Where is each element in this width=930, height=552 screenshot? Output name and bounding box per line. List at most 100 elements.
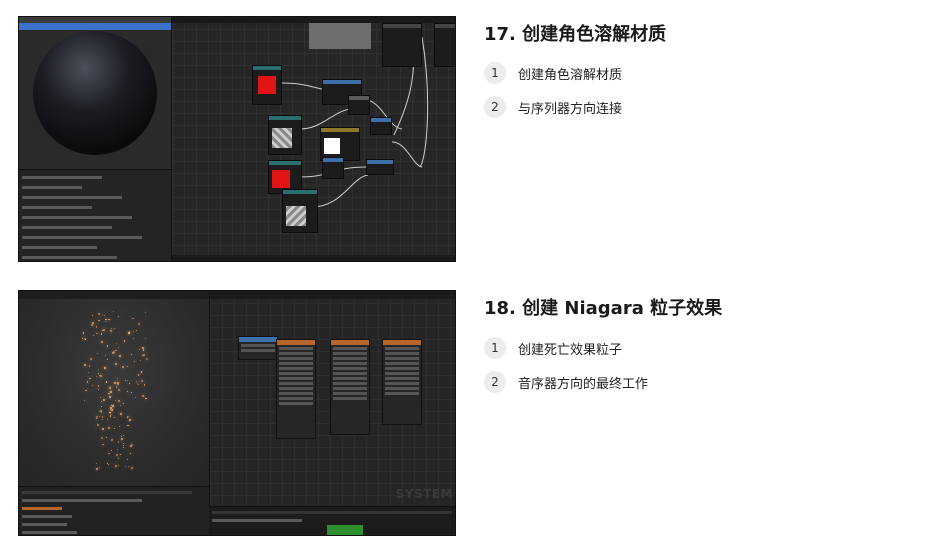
system-node[interactable] [238,336,278,360]
niagara-preview-viewport[interactable] [19,291,209,486]
particle-spark [111,409,113,411]
viewport-toolbar [19,291,209,299]
emitter-node[interactable] [330,339,370,435]
step-list: 1 创建死亡效果粒子 2 音序器方向的最终工作 [484,337,648,405]
red-swatch [258,76,276,94]
particle-spark [108,387,111,390]
noise-texture-thumbnail [286,206,306,226]
details-row [22,216,132,219]
particle-spark [95,326,97,328]
particle-spark [119,355,122,358]
particle-spark [108,318,110,320]
graph-comment-block[interactable] [309,23,371,49]
particle-spark [98,388,100,390]
particle-spark [110,415,112,417]
material-preview-viewport[interactable] [19,17,171,169]
emitter-node[interactable] [382,339,422,425]
material-output-node[interactable] [434,23,455,67]
particle-spark [99,410,102,413]
details-row [22,226,112,229]
particle-spark [117,378,119,380]
step-item: 2 与序列器方向连接 [484,96,622,118]
tutorial-section-material: 17. 创建角色溶解材质 1 创建角色溶解材质 2 与序列器方向连接 [0,0,930,270]
particle-spark [145,338,147,340]
particle-spark [106,418,108,421]
particle-spark [97,353,99,355]
particle-spark [102,443,104,446]
particle-spark [83,399,85,401]
particle-spark [112,350,115,353]
viewport-info-bar [19,23,171,30]
particle-spark [144,311,146,313]
particle-spark [91,324,94,327]
timeline-toolbar [212,511,452,514]
particle-spark [107,426,110,429]
particle-spark [96,462,98,465]
particle-spark [96,332,98,334]
particle-spark [140,359,142,362]
material-details-panel[interactable] [19,169,171,261]
emitter-node[interactable] [276,339,316,439]
color-constant-node[interactable] [268,160,302,194]
particle-spark [101,333,103,335]
material-output-node[interactable] [382,23,422,67]
details-row [22,256,117,259]
particle-spark [101,412,103,414]
step-text: 创建角色溶解材质 [518,67,623,83]
particle-spark [120,438,123,441]
step-text: 创建死亡效果粒子 [518,342,623,358]
step-number-badge: 2 [484,96,506,118]
step-text: 音序器方向的最终工作 [518,376,649,392]
texture-sample-node[interactable] [282,189,318,233]
particle-spark [123,403,125,405]
particle-spark [101,428,104,431]
particle-spark [98,466,101,468]
particle-spark [134,360,136,363]
math-node[interactable] [370,117,392,135]
particle-spark [113,416,116,419]
particle-spark [106,359,108,361]
step-number-badge: 2 [484,371,506,393]
particle-spark [120,453,122,455]
niagara-system-graph[interactable]: SYSTEM [209,291,455,506]
timeline-active-range[interactable] [327,525,363,535]
texture-sample-node[interactable] [268,115,302,155]
math-node[interactable] [322,157,344,179]
math-node[interactable] [348,95,370,115]
particle-spark [101,340,104,343]
particle-spark [101,406,103,408]
sequencer-timeline[interactable] [209,506,455,535]
particle-spark [106,462,109,465]
color-constant-node[interactable] [252,65,282,105]
particle-spark [85,390,87,392]
particle-spark [117,383,119,386]
particle-spark [137,382,139,385]
particle-spark [98,320,100,322]
particle-spark [97,313,100,316]
details-row [22,206,92,209]
material-node-graph[interactable] [171,17,455,261]
particle-spark [114,381,117,384]
lerp-node[interactable] [366,159,394,175]
particle-spark [124,340,126,342]
particle-spark [89,378,91,380]
texture-sample-node[interactable] [320,127,360,161]
particle-spark [110,405,112,407]
particle-spark [86,381,89,383]
particle-spark [140,379,143,382]
particle-spark [136,330,138,332]
particle-spark [104,355,106,357]
particle-spark [127,416,129,418]
particle-spark [132,331,134,333]
graph-tab-bar [210,291,455,299]
niagara-parameters-panel[interactable] [19,486,209,535]
graph-bottom-tabs[interactable] [172,255,455,261]
particle-spark [138,323,141,326]
particle-spark [135,396,137,399]
step-item: 1 创建死亡效果粒子 [484,337,648,359]
particle-spark [145,358,148,361]
panel-row [22,507,62,510]
particle-spark [122,444,125,446]
section-title: 18. 创建 Niagara 粒子效果 [484,298,723,319]
particle-spark [110,407,112,409]
